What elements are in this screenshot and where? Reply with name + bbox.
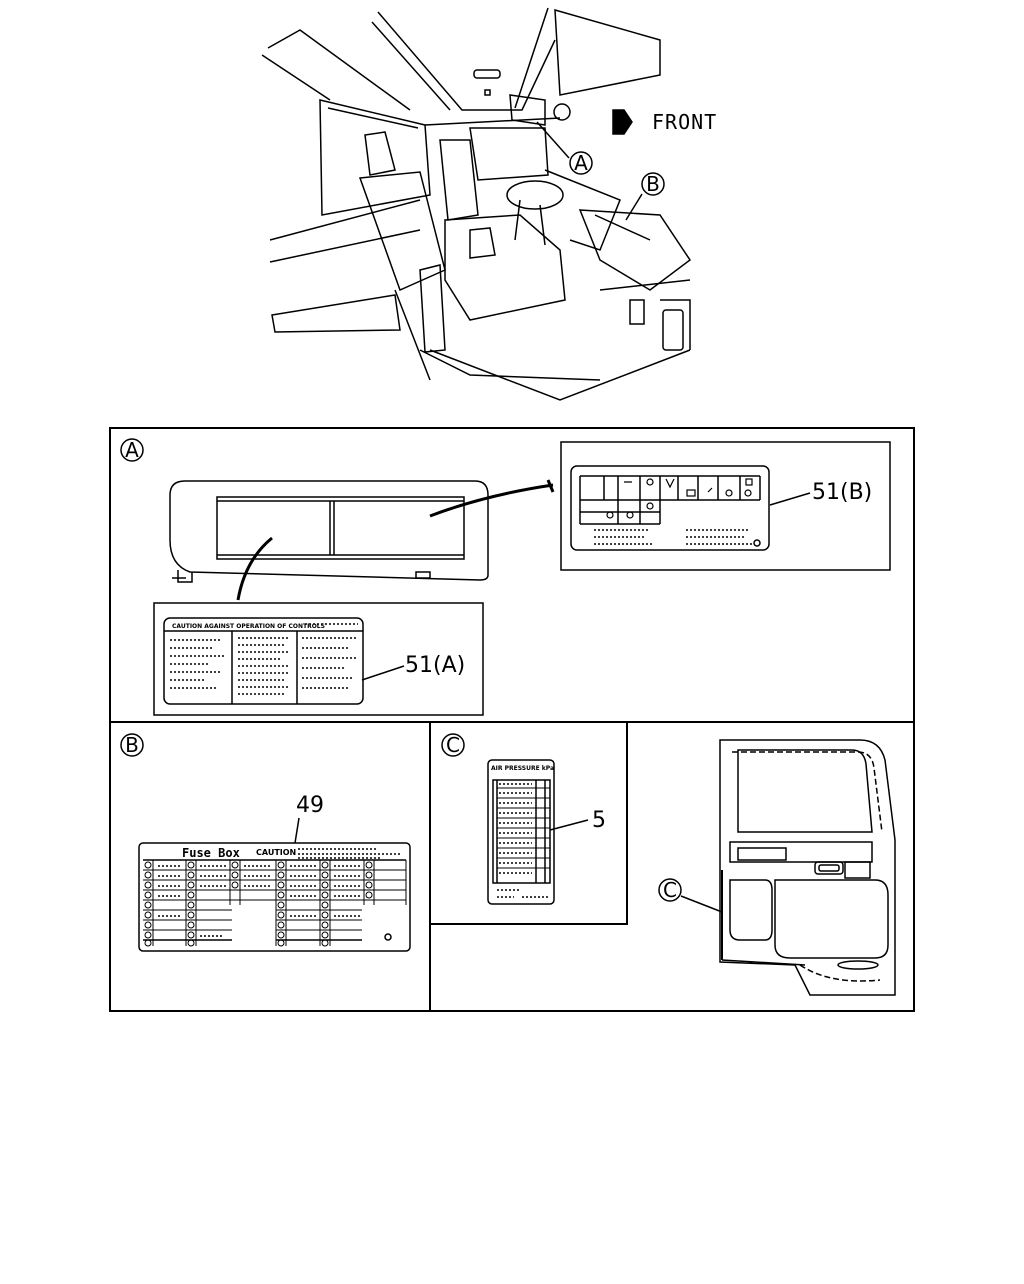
air-pressure-label: AIR PRESSURE kPa 5 (487, 759, 606, 905)
fuse-box-title: Fuse Box (182, 846, 240, 860)
part-number-49: 49 (296, 793, 324, 818)
overview-callout-b: B (625, 172, 665, 221)
panel-b: B Fuse Box CAUTION (120, 733, 411, 952)
door-panel: C (658, 739, 896, 996)
front-label: FRONT (652, 110, 717, 134)
panel-c: C AIR PRESSURE kPa 5 (429, 721, 628, 925)
door-illustration (719, 739, 896, 996)
part-number-51a: 51(A) (405, 653, 465, 678)
panel-a-callout: A (125, 438, 139, 462)
part-number-51b: 51(B) (812, 480, 872, 505)
control-symbols-label: 51(B) (560, 441, 891, 571)
air-pressure-title: AIR PRESSURE kPa (491, 765, 554, 772)
part-number-5: 5 (592, 808, 606, 833)
panel-c-callout: C (446, 733, 460, 757)
svg-text:B: B (646, 172, 660, 196)
caution-title: CAUTION (256, 848, 296, 857)
front-arrow-icon (612, 109, 633, 135)
caution-controls-label: CAUTION AGAINST OPERATION OF CONTROLS 51… (153, 602, 484, 716)
panel-b-callout: B (125, 733, 139, 757)
sun-visor (169, 480, 489, 583)
caution-controls-title: CAUTION AGAINST OPERATION OF CONTROLS (172, 623, 325, 630)
front-direction-indicator: FRONT (612, 109, 717, 135)
panel-a: A CAUTION AGAINST OPERATION OF CONTROLS (120, 438, 891, 716)
overview-callout-a: A (536, 121, 593, 175)
cab-interior-illustration (261, 7, 692, 401)
fuse-box-label: Fuse Box CAUTION (138, 793, 411, 952)
door-callout: C (663, 878, 677, 902)
svg-text:A: A (574, 151, 588, 175)
